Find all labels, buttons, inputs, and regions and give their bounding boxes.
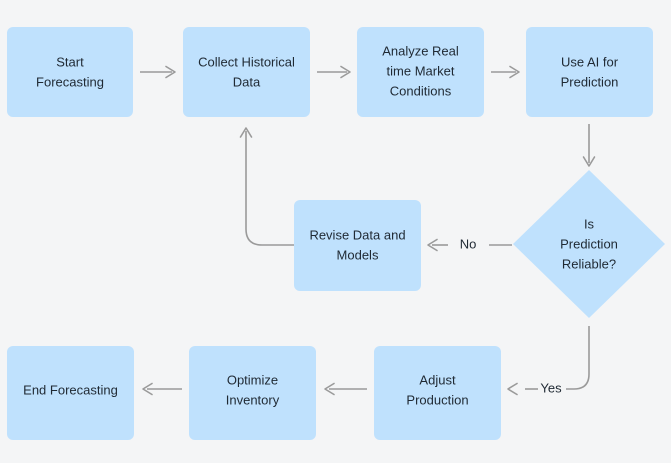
node-adjust-production[interactable]: Adjust Production xyxy=(374,346,501,440)
edge-label-no: No xyxy=(460,236,477,251)
node-label-line: Prediction xyxy=(560,236,618,251)
node-label-line: Use AI for xyxy=(561,54,619,69)
node-label-line: Optimize xyxy=(227,372,278,387)
node-label-line: Inventory xyxy=(226,392,280,407)
node-start-forecasting[interactable]: Start Forecasting xyxy=(7,27,133,117)
node-label-line: Conditions xyxy=(390,83,452,98)
node-label-line: time Market xyxy=(387,63,455,78)
node-label-line: Data xyxy=(233,74,261,89)
node-optimize-inventory[interactable]: Optimize Inventory xyxy=(189,346,316,440)
edge-analyze-to-useai xyxy=(491,65,520,79)
node-label-line: Revise Data and xyxy=(309,227,405,242)
edge-decision-to-adjust xyxy=(507,326,590,396)
edge-useai-to-decision xyxy=(582,124,596,167)
edge-label-no-text: No xyxy=(460,236,477,251)
node-collect-historical-data[interactable]: Collect Historical Data xyxy=(183,27,310,117)
edge-decision-to-revise xyxy=(427,238,512,252)
node-label-line: Is xyxy=(584,216,595,231)
node-label-line: Forecasting xyxy=(36,74,104,89)
edge-adjust-to-optimize xyxy=(324,382,367,396)
node-label-line: Models xyxy=(337,247,379,262)
edge-label-yes: Yes xyxy=(540,380,562,395)
node-revise-data-and-models[interactable]: Revise Data and Models xyxy=(294,200,421,291)
node-label-line: Collect Historical xyxy=(198,54,295,69)
node-end-forecasting[interactable]: End Forecasting xyxy=(7,346,134,440)
edge-revise-to-collect xyxy=(239,127,294,246)
node-label-line: Adjust xyxy=(419,372,456,387)
node-label-line: Prediction xyxy=(561,74,619,89)
edge-optimize-to-end xyxy=(142,382,182,396)
node-label-line: Reliable? xyxy=(562,256,616,271)
node-label-line: Production xyxy=(406,392,468,407)
node-label-line: End Forecasting xyxy=(23,382,118,397)
edge-collect-to-analyze xyxy=(317,65,351,79)
node-use-ai-for-prediction[interactable]: Use AI for Prediction xyxy=(526,27,653,117)
node-analyze-real-time-market-conditions[interactable]: Analyze Real time Market Conditions xyxy=(357,27,484,117)
edge-start-to-collect xyxy=(140,65,176,79)
node-is-prediction-reliable[interactable]: Is Prediction Reliable? xyxy=(513,170,665,318)
node-label-line: Start xyxy=(56,54,84,69)
node-label-line: Analyze Real xyxy=(382,43,459,58)
edge-label-yes-text: Yes xyxy=(540,380,562,395)
